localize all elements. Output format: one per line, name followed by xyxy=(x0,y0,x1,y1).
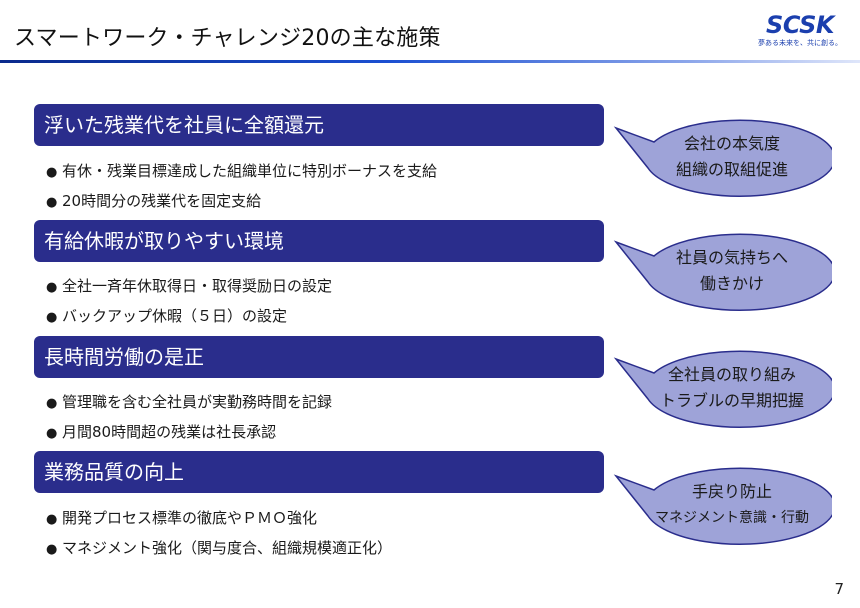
bullet-icon: ● xyxy=(46,195,58,210)
company-logo: SCSK 夢ある未来を、共に創る。 xyxy=(758,12,842,48)
callout-line-1: 全社員の取り組み xyxy=(667,365,796,384)
section-4-callout-bubble: 手戻り防止 マネジメント意識・行動 xyxy=(612,464,832,546)
callout-line-2: マネジメント意識・行動 xyxy=(655,510,809,526)
speech-bubble-shape xyxy=(613,233,832,311)
speech-bubble-shape xyxy=(613,119,832,197)
callout-line-2: 働きかけ xyxy=(699,274,764,293)
bullet-icon: ● xyxy=(46,280,58,295)
bullet-icon: ● xyxy=(46,165,58,180)
section-4-bullets: ● 開発プロセス標準の徹底やＰＭＯ強化 ● マネジメント強化（関与度合、組織規模適正… xyxy=(46,503,392,563)
section-2-bullets: ● 全社一斉年休取得日・取得奨励日の設定 ● バックアップ休暇（５日）の設定 xyxy=(46,271,332,331)
bullet-text: 開発プロセス標準の徹底やＰＭＯ強化 xyxy=(62,509,318,527)
callout-line-2: 組織の取組促進 xyxy=(675,160,788,179)
list-item: ● マネジメント強化（関与度合、組織規模適正化） xyxy=(46,533,392,563)
list-item: ● 開発プロセス標準の徹底やＰＭＯ強化 xyxy=(46,503,392,533)
page-title: スマートワーク・チャレンジ20の主な施策 xyxy=(14,26,441,51)
callout-line-1: 社員の気持ちへ xyxy=(675,248,788,267)
bullet-text: 管理職を含む全社員が実勤務時間を記録 xyxy=(62,393,333,411)
callout-line-1: 手戻り防止 xyxy=(691,482,772,501)
section-1-bullets: ● 有休・残業目標達成した組織単位に特別ボーナスを支給 ● 20時間分の残業代を固定… xyxy=(46,156,437,216)
section-2-callout-bubble: 社員の気持ちへ 働きかけ xyxy=(612,230,832,312)
page-number: 7 xyxy=(834,580,844,598)
slide-header: スマートワーク・チャレンジ20の主な施策 SCSK 夢ある未来を、共に創る。 xyxy=(0,0,860,64)
list-item: ● 有休・残業目標達成した組織単位に特別ボーナスを支給 xyxy=(46,156,437,186)
list-item: ● 月間80時間超の残業は社長承認 xyxy=(46,417,332,447)
section-3-bullets: ● 管理職を含む全社員が実勤務時間を記録 ● 月間80時間超の残業は社長承認 xyxy=(46,387,332,447)
bullet-icon: ● xyxy=(46,542,58,557)
list-item: ● 20時間分の残業代を固定支給 xyxy=(46,186,437,216)
bullet-text: 全社一斉年休取得日・取得奨励日の設定 xyxy=(62,277,333,295)
logo-tagline: 夢ある未来を、共に創る。 xyxy=(758,39,842,47)
section-4-title-bar: 業務品質の向上 xyxy=(34,451,604,493)
bullet-icon: ● xyxy=(46,512,58,527)
bullet-text: 20時間分の残業代を固定支給 xyxy=(62,192,262,210)
logo-wordmark: SCSK xyxy=(766,11,834,39)
section-1-callout-bubble: 会社の本気度 組織の取組促進 xyxy=(612,116,832,198)
bullet-icon: ● xyxy=(46,396,58,411)
bullet-text: マネジメント強化（関与度合、組織規模適正化） xyxy=(62,539,393,557)
title-underline xyxy=(0,60,860,63)
section-2-title-bar: 有給休暇が取りやすい環境 xyxy=(34,220,604,262)
bullet-text: 有休・残業目標達成した組織単位に特別ボーナスを支給 xyxy=(62,162,438,180)
bullet-text: 月間80時間超の残業は社長承認 xyxy=(62,423,277,441)
list-item: ● バックアップ休暇（５日）の設定 xyxy=(46,301,332,331)
section-3-callout-bubble: 全社員の取り組み トラブルの早期把握 xyxy=(612,347,832,429)
speech-bubble-shape xyxy=(613,467,832,545)
bullet-icon: ● xyxy=(46,426,58,441)
list-item: ● 管理職を含む全社員が実勤務時間を記録 xyxy=(46,387,332,417)
callout-line-1: 会社の本気度 xyxy=(683,134,780,153)
speech-bubble-shape xyxy=(613,350,832,428)
list-item: ● 全社一斉年休取得日・取得奨励日の設定 xyxy=(46,271,332,301)
callout-line-2: トラブルの早期把握 xyxy=(659,391,804,410)
bullet-icon: ● xyxy=(46,310,58,325)
bullet-text: バックアップ休暇（５日）の設定 xyxy=(62,307,288,325)
section-1-title-bar: 浮いた残業代を社員に全額還元 xyxy=(34,104,604,146)
section-3-title-bar: 長時間労働の是正 xyxy=(34,336,604,378)
